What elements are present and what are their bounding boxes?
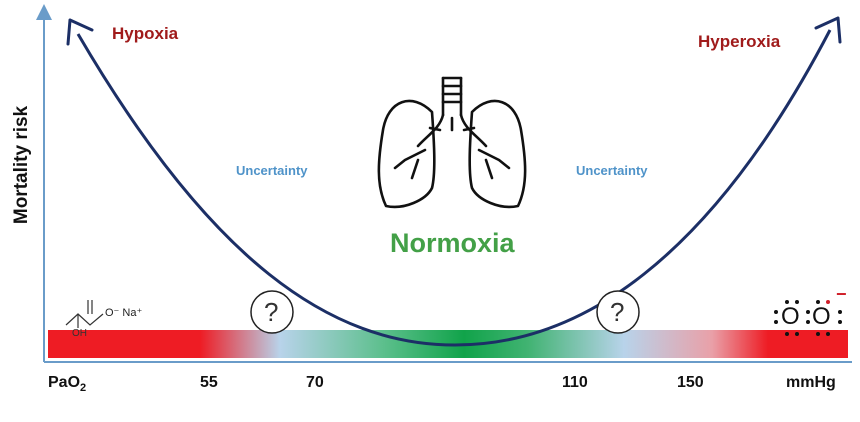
question-icon-right xyxy=(596,290,640,334)
x-tick-70: 70 xyxy=(306,374,324,391)
uncertainty-right-label: Uncertainty xyxy=(576,163,648,178)
y-axis-label: Mortality risk xyxy=(11,105,32,225)
oxygen-charge: − xyxy=(836,284,847,304)
curve-arrowhead-left xyxy=(66,18,94,46)
lactate-hydroxyl: OH xyxy=(72,328,87,339)
lactate-formula: O⁻ Na⁺ xyxy=(105,307,143,319)
x-tick-110: 110 xyxy=(562,374,588,391)
lungs-icon xyxy=(377,76,527,209)
pao2-sub: 2 xyxy=(80,382,87,395)
question-icon-left xyxy=(250,290,294,334)
hypoxia-label: Hypoxia xyxy=(112,24,179,43)
normoxia-label: Normoxia xyxy=(390,228,515,258)
lactate-molecule-icon xyxy=(65,300,104,328)
question-mark-left: ? xyxy=(264,297,279,327)
hyperoxia-label: Hyperoxia xyxy=(698,32,781,51)
pao2-main: PaO xyxy=(48,374,81,391)
oxygen-atom-left: O xyxy=(781,303,800,330)
oxygen-molecule-icon xyxy=(774,300,842,336)
uncertainty-left-label: Uncertainty xyxy=(236,163,308,178)
x-tick-150: 150 xyxy=(677,374,704,391)
x-axis-unit: mmHg xyxy=(786,374,836,391)
x-axis-unit-label: PaO2 xyxy=(48,374,86,394)
x-tick-55: 55 xyxy=(200,374,218,391)
mortality-curve xyxy=(76,29,832,347)
question-mark-right: ? xyxy=(610,297,625,327)
oxygen-atom-right: O xyxy=(812,303,831,330)
curve-arrowhead-right xyxy=(814,16,842,44)
